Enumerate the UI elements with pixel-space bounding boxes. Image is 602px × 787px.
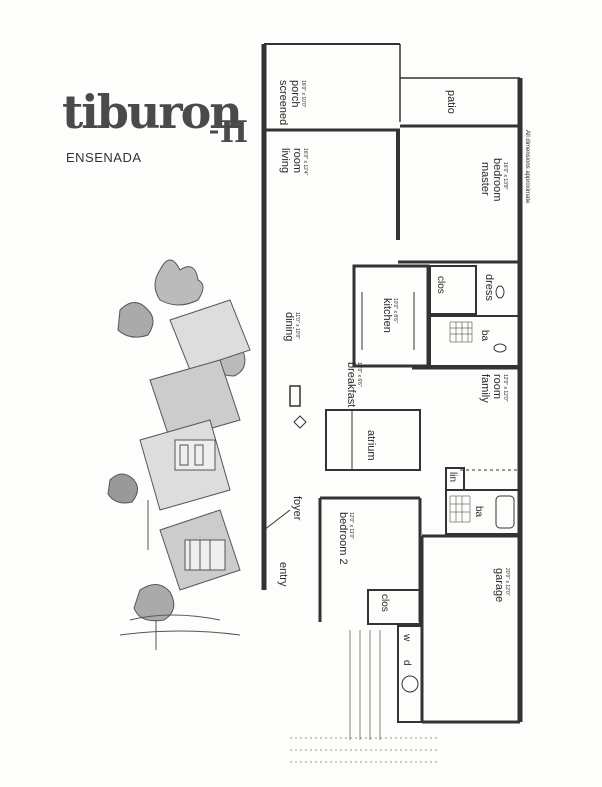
linen-label: lin (447, 472, 458, 482)
dining-dim: 11'0" x 10'0" (294, 312, 300, 339)
entry-label: entry (277, 562, 289, 587)
family-room-dim: 12'0" x 12'0" (502, 374, 508, 402)
bedroom-2-dim: 12'0" x 11'0" (348, 512, 354, 539)
kitchen-label: kitchen (381, 298, 393, 333)
screened-porch-label-2: porch (289, 80, 301, 108)
master-bedroom-dim: 16'0" x 13'8" (502, 162, 508, 190)
entry-steps (349, 630, 381, 740)
kitchen-walls (352, 264, 430, 368)
master-lavatory (493, 343, 507, 353)
breakfast-dim: 10'0" x 6'6" (356, 362, 362, 387)
master-closet-walls (429, 265, 477, 315)
house-sketch-illustration (107, 259, 251, 650)
atrium-label: atrium (365, 430, 377, 461)
breakfast-window (289, 385, 301, 407)
living-room-dim: 16'0" x 12'4" (302, 148, 308, 176)
screened-porch-label-1: screened (277, 80, 289, 125)
bedroom-2-closet-label: clos (379, 594, 390, 612)
washer-circle (401, 675, 419, 693)
washer-label: w (401, 633, 412, 642)
kitchen-dim: 10'0" x 8'6" (392, 298, 398, 323)
master-closet-label: clos (435, 276, 446, 294)
garage-label: garage (493, 568, 505, 602)
door-swing-entry (263, 509, 291, 531)
brand-name: tiburon (62, 85, 242, 139)
atrium-walls (325, 409, 421, 471)
master-sink (495, 285, 505, 299)
front-walk (290, 737, 440, 763)
bed2-closet-walls (367, 589, 421, 625)
laundry-walls (397, 625, 423, 723)
master-bath-walls (429, 315, 521, 367)
dryer-label: d (401, 660, 412, 666)
screened-porch-dim: 16'0" x 10'0" (300, 80, 306, 108)
dining-label: dining (283, 312, 295, 341)
master-bath-label: ba (479, 330, 490, 342)
master-bath-tile (449, 321, 473, 343)
master-bedroom-label-2: bedroom (491, 158, 503, 201)
brand-logo: tiburon II (62, 85, 248, 146)
living-room-label-1: living (279, 148, 291, 173)
patio-label: patio (445, 90, 457, 114)
breakfast-table (293, 415, 307, 429)
community-name: ENSENADA (66, 150, 142, 165)
master-bedroom-label-1: master (479, 162, 491, 196)
foyer-label: foyer (291, 496, 303, 521)
bedroom-2-label: bedroom 2 (337, 512, 349, 565)
dress-label: dress (483, 274, 495, 301)
dimensions-note: All dimensions approximate (524, 130, 530, 204)
hall-tub (495, 495, 515, 529)
hall-bath-label: ba (473, 506, 484, 518)
floor-plan: screened porch 16'0" x 10'0" patio livin… (261, 43, 530, 763)
hall-bath-walls (445, 489, 521, 535)
brand-model: II (220, 115, 248, 146)
breakfast-label: breakfast (345, 362, 357, 407)
living-room-label-2: room (291, 148, 303, 173)
garage-dim: 20'0" x 12'0" (504, 568, 510, 596)
family-room-label-1: family (479, 374, 491, 403)
family-room-label-2: room (491, 374, 503, 399)
hall-bath-tile (449, 495, 471, 523)
